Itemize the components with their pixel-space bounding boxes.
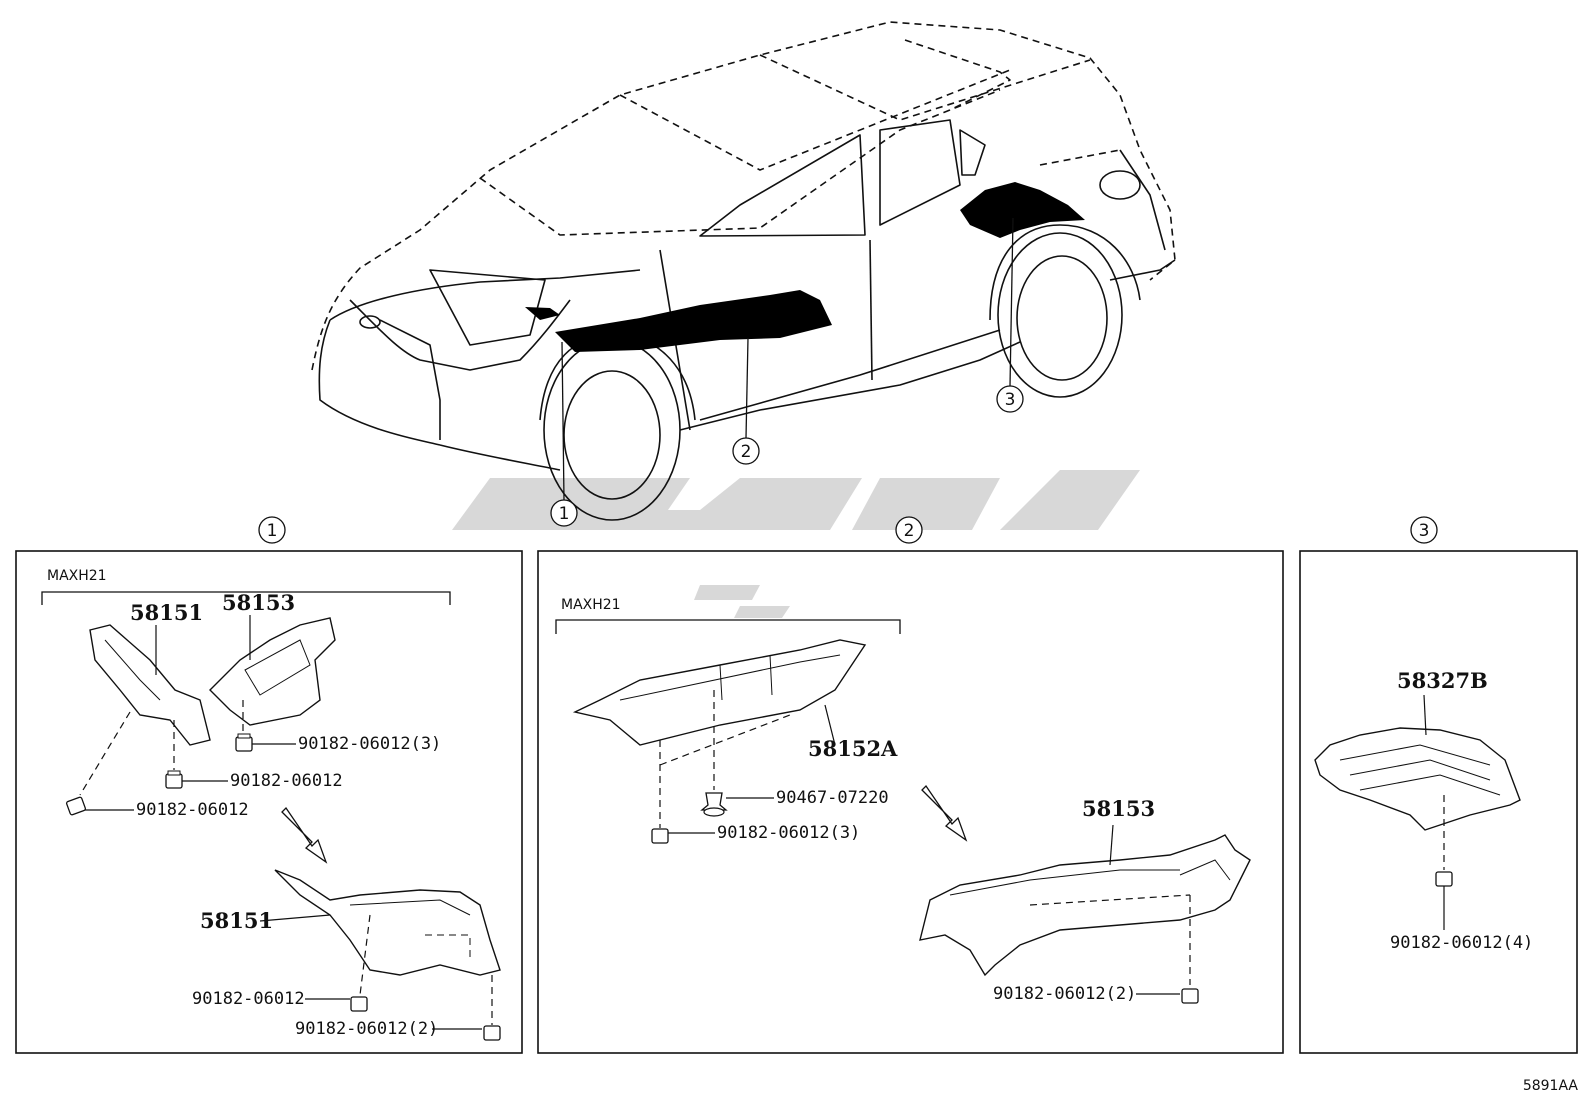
panel-2-number: 2 <box>904 521 915 541</box>
callout-1-marker: 1 <box>550 499 578 527</box>
fastener-label-p2-1: 90182-06012(3) <box>717 823 860 843</box>
arrow-icon <box>921 784 968 842</box>
callout-2-marker: 2 <box>732 437 760 465</box>
fastener-label-p2-2: 90182-06012(2) <box>993 984 1136 1004</box>
panel-1-number: 1 <box>267 521 278 541</box>
callout-3-label: 3 <box>1005 390 1016 410</box>
panel-3-number: 3 <box>1419 521 1430 541</box>
part-58151-lower-label: 58151 <box>200 908 273 933</box>
fastener-label-1: 90182-06012(3) <box>298 734 441 754</box>
fastener-label-3: 90182-06012 <box>136 800 249 820</box>
nut-icon <box>1181 988 1199 1004</box>
panel-2-model: MAXH21 <box>561 597 621 613</box>
arrow-icon <box>281 806 328 864</box>
nut-icon <box>1435 871 1453 887</box>
highlighted-areas <box>525 182 1085 352</box>
callout-2-label: 2 <box>741 442 752 462</box>
nut-icon <box>165 770 183 789</box>
fastener-label-5: 90182-06012(2) <box>295 1019 438 1039</box>
part-58151-upper-label: 58151 <box>130 600 203 625</box>
fastener-label-p3: 90182-06012(4) <box>1390 933 1533 953</box>
fastener-label-90467: 90467-07220 <box>776 788 889 808</box>
nut-icon <box>651 828 669 844</box>
part-58152A-label: 58152A <box>808 736 898 761</box>
watermark-logo <box>452 470 1140 618</box>
nut-icon <box>483 1025 501 1041</box>
panel-2: 2 MAXH21 58152A 90467-07220 90182-06012(… <box>537 516 1284 1054</box>
clip-icon <box>700 792 728 817</box>
figure-code: 5891AA <box>1523 1078 1579 1094</box>
callout-1-label: 1 <box>559 504 570 524</box>
part-58153-label: 58153 <box>222 590 295 615</box>
panel-1-model: MAXH21 <box>47 568 107 584</box>
panel-1: 1 MAXH21 58151 58153 9018 <box>15 516 523 1054</box>
callout-3-marker: 3 <box>996 385 1024 413</box>
panel-3: 3 58327B 90182-06012(4) <box>1299 516 1578 1054</box>
fastener-label-4: 90182-06012 <box>192 989 305 1009</box>
fastener-label-2: 90182-06012 <box>230 771 343 791</box>
nut-icon <box>66 796 86 816</box>
vehicle-callouts <box>561 217 1014 501</box>
part-58327B-label: 58327B <box>1397 668 1488 693</box>
nut-icon <box>235 733 253 752</box>
nut-icon <box>350 996 368 1012</box>
part-58153-p2-label: 58153 <box>1082 796 1155 821</box>
